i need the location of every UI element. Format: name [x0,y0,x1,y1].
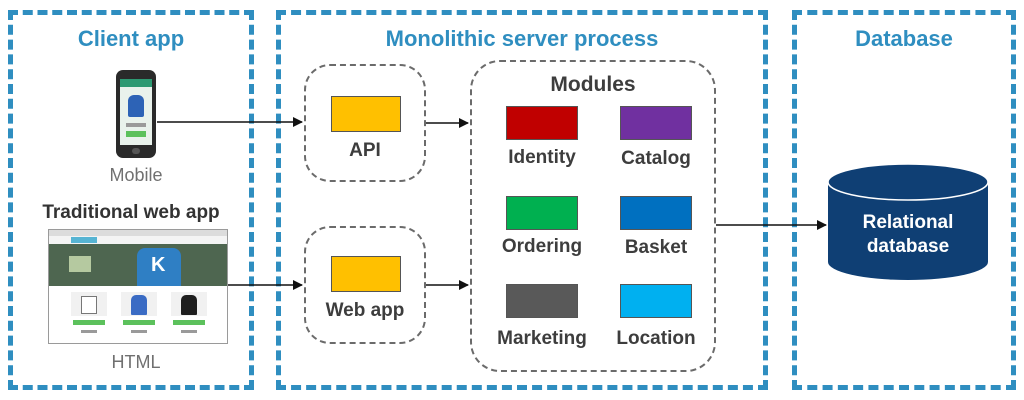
server-process-title: Monolithic server process [385,26,659,51]
mobile-price-bar [126,123,146,127]
black-hoodie-icon [181,295,197,315]
basket-module-box [620,196,692,230]
ordering-module-label: Ordering [501,236,583,257]
api-label: API [349,140,381,161]
client-app-group [8,10,254,390]
hero-banner: K [49,244,227,286]
browser-toolbar [49,230,227,236]
site-logo [71,237,97,243]
cylinder-top [828,164,988,200]
identity-module-box [506,106,578,140]
price-2 [131,330,147,333]
mobile-phone-screen [120,79,152,145]
location-module-box [620,284,692,318]
catalog-module-label: Catalog [621,148,691,169]
basket-module-label: Basket [624,237,688,258]
client-app-title: Client app [77,26,185,51]
webapp-container [304,226,426,344]
mobile-label: Mobile [109,165,163,185]
webapp-box [331,256,401,292]
hero-shirt-icon: K [137,248,181,286]
html-label: HTML [111,352,161,372]
modules-container [470,60,716,372]
mug-icon [81,296,97,314]
api-container [304,64,426,182]
product-hoodie [121,292,157,316]
product-black-hoodie [171,292,207,316]
identity-module-label: Identity [508,147,576,168]
ordering-module-box [506,196,578,230]
mobile-phone-image [116,70,156,158]
shop-k-logo: K [151,254,166,276]
webapp-label: Web app [325,300,405,321]
database-title: Database [855,26,953,51]
hoodie-icon [131,295,147,315]
price-1 [81,330,97,333]
traditional-web-app-title: Traditional web app [42,202,220,223]
mobile-hoodie-icon [128,95,144,117]
add-cart-button-1 [73,320,105,325]
location-module-label: Location [616,328,696,349]
server-process-group [276,10,768,390]
hero-text-block [69,256,91,272]
marketing-module-label: Marketing [497,328,587,349]
database-label-line2: database [866,236,950,257]
web-browser-screenshot: K [48,229,228,344]
modules-title: Modules [550,73,636,96]
mobile-header-bar [120,79,152,87]
add-cart-button-2 [123,320,155,325]
api-box [331,96,401,132]
cylinder-body [828,182,988,280]
database-group [792,10,1016,390]
mobile-home-button [132,148,140,154]
price-3 [181,330,197,333]
cylinder-top-rim [827,163,989,201]
database-label-line1: Relational [862,212,954,233]
marketing-module-box [506,284,578,318]
product-mug [71,292,107,316]
site-header [49,236,227,244]
add-cart-button-3 [173,320,205,325]
catalog-module-box [620,106,692,140]
relational-database-cylinder [827,163,989,280]
mobile-cart-button [126,131,146,137]
